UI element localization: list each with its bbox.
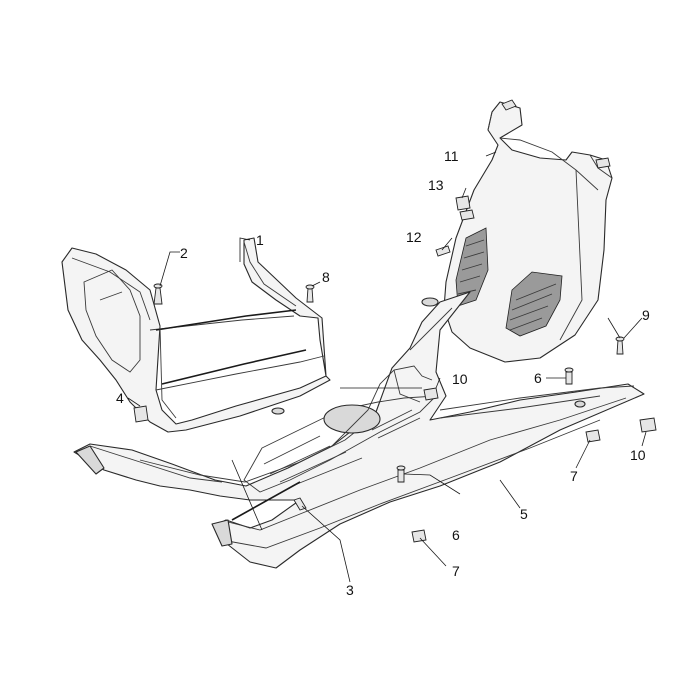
callout-1: 1 — [256, 232, 264, 248]
leg-shield-part — [443, 99, 613, 363]
callout-12: 12 — [406, 229, 422, 245]
callout-6-lower: 6 — [452, 527, 460, 543]
leader-lines — [127, 151, 647, 583]
callout-7-right: 7 — [570, 468, 578, 484]
callout-13: 13 — [428, 177, 444, 193]
callout-labels: 1 2 3 4 5 6 6 7 7 8 9 10 10 11 12 13 — [116, 148, 650, 598]
callout-8: 8 — [322, 269, 330, 285]
callout-3: 3 — [346, 582, 354, 598]
callout-11: 11 — [444, 148, 459, 164]
footboard-part — [73, 291, 645, 569]
rear-tunnel-part — [61, 237, 331, 433]
callout-9: 9 — [642, 307, 650, 323]
hardware-screws-and-clips — [133, 195, 657, 543]
callout-2: 2 — [180, 245, 188, 261]
callout-4: 4 — [116, 390, 124, 406]
callout-5: 5 — [520, 506, 528, 522]
callout-7-bottom: 7 — [452, 563, 460, 579]
callout-10-center: 10 — [452, 371, 468, 387]
callout-6-upper: 6 — [534, 370, 542, 386]
callout-10-right: 10 — [630, 447, 646, 463]
